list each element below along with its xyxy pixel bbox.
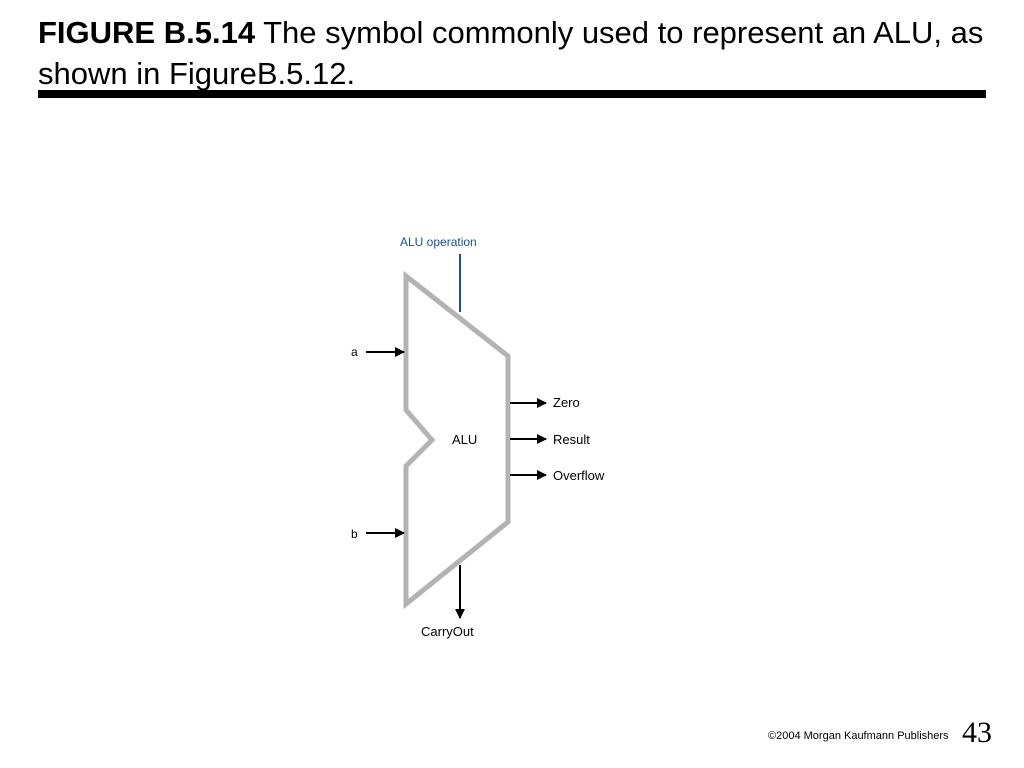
input-b-label: b <box>351 527 358 541</box>
figure-number: FIGURE B.5.14 <box>38 15 256 50</box>
output-result-label: Result <box>553 432 590 447</box>
input-a-label: a <box>351 345 358 359</box>
alu-body-outline <box>403 270 511 610</box>
page-number: 43 <box>962 716 992 749</box>
alu-body-label: ALU <box>452 432 477 447</box>
copyright-text: 2004 Morgan Kaufmann Publishers <box>776 730 949 742</box>
copyright-notice: ©2004 Morgan Kaufmann Publishers <box>768 729 949 743</box>
output-zero-label: Zero <box>553 395 580 410</box>
title-underline-rule <box>38 90 986 98</box>
carry-out-label: CarryOut <box>421 624 474 639</box>
copyright-symbol: © <box>768 730 777 742</box>
figure-caption: FIGURE B.5.14 The symbol commonly used t… <box>38 12 988 94</box>
figure-caption-text: The symbol commonly used to represent an… <box>38 15 984 91</box>
alu-operation-label: ALU operation <box>400 235 477 249</box>
output-overflow-label: Overflow <box>553 468 605 483</box>
